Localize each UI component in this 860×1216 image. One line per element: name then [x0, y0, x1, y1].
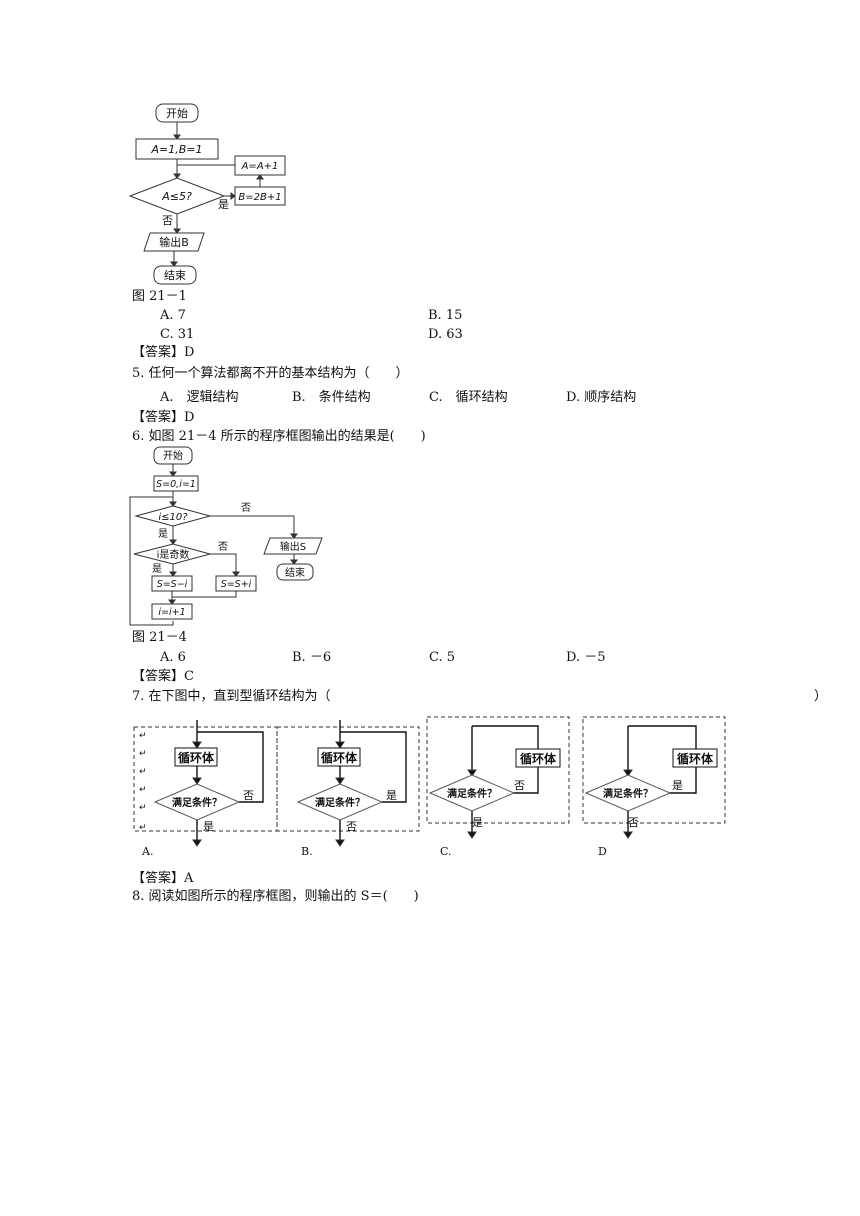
q7a-condition: 满足条件？	[172, 796, 222, 809]
q7b-loop: 是	[386, 789, 397, 802]
q4-option-d: D. 63	[428, 327, 463, 342]
fc1-no: 否	[162, 214, 173, 227]
fc4-init: S=0,i=1	[156, 479, 196, 490]
q8-question: 8. 阅读如图所示的程序框图，则输出的 S＝( )	[132, 889, 419, 904]
q7-label-d: D	[598, 845, 607, 858]
q6-option-c: C. 5	[429, 650, 456, 665]
q7-answer: 【答案】A	[132, 871, 194, 886]
fc1-start: 开始	[166, 106, 188, 120]
fc1-a-step: A=A+1	[241, 161, 279, 172]
fc4-no: 否	[241, 502, 251, 514]
fc4-end: 结束	[285, 566, 305, 579]
fc4-output-box	[263, 537, 323, 555]
q7-label-b: B.	[301, 845, 313, 858]
q5-question: 5. 任何一个算法都离不开的基本结构为（ ）	[132, 366, 409, 381]
svg-text:↵: ↵	[139, 823, 147, 833]
fc1-yes: 是	[218, 198, 229, 211]
fc4-start: 开始	[163, 449, 183, 462]
fc1-b-step: B=2B+1	[238, 192, 281, 203]
fc4-end-box	[276, 563, 314, 581]
svg-text:↵: ↵	[139, 785, 147, 795]
fc1-end-box	[153, 265, 197, 285]
q7b-exit: 否	[346, 820, 357, 833]
fc1-init: A=1,B=1	[151, 143, 203, 156]
q7a-loop-body: 循环体	[178, 750, 215, 765]
q7d-loop: 是	[672, 779, 683, 792]
fc4-output: 输出S	[280, 540, 306, 553]
q5-option-d: D. 顺序结构	[566, 390, 637, 405]
fc4-sub: S=S−i	[157, 579, 188, 590]
q7c-condition: 满足条件？	[447, 787, 497, 800]
q7b-condition: 满足条件？	[315, 796, 365, 809]
q6-option-b: B. －6	[292, 650, 332, 665]
q6-answer: 【答案】C	[132, 669, 194, 684]
q7-diagram-a: ↵ ↵ ↵ ↵ ↵ ↵ 循环体 满足条件？ 否 是	[133, 720, 278, 847]
q7-diagram-d: 循环体 满足条件？ 是 否	[582, 716, 726, 839]
fc1-output: 输出B	[159, 235, 189, 249]
fc4-add: S=S+i	[221, 579, 252, 590]
flowchart-21-1: 开始 A=1,B=1 A≤5? 是 B=2B+1 A=A+1 否 输出B 结束	[128, 103, 286, 285]
q7d-exit: 否	[628, 816, 639, 829]
fc4-odd-yes: 是	[152, 563, 162, 575]
q7-diagram-c: 循环体 满足条件？ 否 是	[426, 716, 570, 839]
fc4-init-box	[153, 475, 199, 492]
fc4-odd: i是奇数	[157, 548, 190, 561]
svg-text:↵: ↵	[139, 767, 147, 777]
fc4-yes: 是	[158, 528, 168, 540]
q7c-loop-body: 循环体	[520, 751, 557, 766]
q4-option-b: B. 15	[428, 308, 463, 323]
fc1-end: 结束	[164, 269, 186, 282]
svg-text:↵: ↵	[139, 731, 147, 741]
q7d-loop-body: 循环体	[677, 751, 714, 766]
fig21-1-caption: 图 21－1	[132, 289, 187, 304]
q6-question: 6. 如图 21－4 所示的程序框图输出的结果是( )	[132, 429, 426, 444]
q7-label-c: C.	[440, 845, 452, 858]
q4-answer: 【答案】D	[132, 345, 195, 360]
q6-option-d: D. －5	[566, 650, 606, 665]
q7c-exit: 是	[472, 816, 483, 829]
q7-paren-close: ）	[814, 689, 828, 704]
q4-option-a: A. 7	[160, 308, 186, 323]
q4-option-c: C. 31	[160, 327, 195, 342]
fc1-cond: A≤5?	[161, 190, 192, 203]
fc4-inc: i=i+1	[158, 607, 185, 618]
q7a-exit: 是	[203, 820, 214, 833]
q5-option-c: C. 循环结构	[429, 390, 508, 405]
fc4-cond: i≤10?	[158, 512, 188, 523]
q7-question: 7. 在下图中，直到型循环结构为（	[132, 689, 331, 704]
q7c-loop: 否	[514, 779, 525, 792]
q7-diagram-b: 循环体 满足条件？ 是 否	[276, 720, 420, 847]
svg-text:↵: ↵	[139, 749, 147, 759]
q5-answer: 【答案】D	[132, 410, 195, 425]
fc4-odd-no: 否	[218, 541, 228, 553]
q7d-condition: 满足条件？	[603, 787, 653, 800]
q7-label-a: A.	[142, 845, 154, 858]
flowchart-21-4: 开始 S=0,i=1 i≤10? 否 输出S 结束 是 i是奇数 否 是 S=S…	[129, 446, 323, 626]
svg-text:↵: ↵	[139, 803, 147, 813]
q5-option-b: B. 条件结构	[292, 390, 371, 405]
q7a-loop: 否	[243, 789, 254, 802]
fc1-output-box	[143, 232, 205, 252]
q7b-loop-body: 循环体	[321, 750, 358, 765]
fig21-4-caption: 图 21－4	[132, 630, 187, 645]
q6-option-a: A. 6	[160, 650, 186, 665]
fc4-inc-box	[151, 603, 193, 620]
q5-option-a: A. 逻辑结构	[160, 390, 239, 405]
